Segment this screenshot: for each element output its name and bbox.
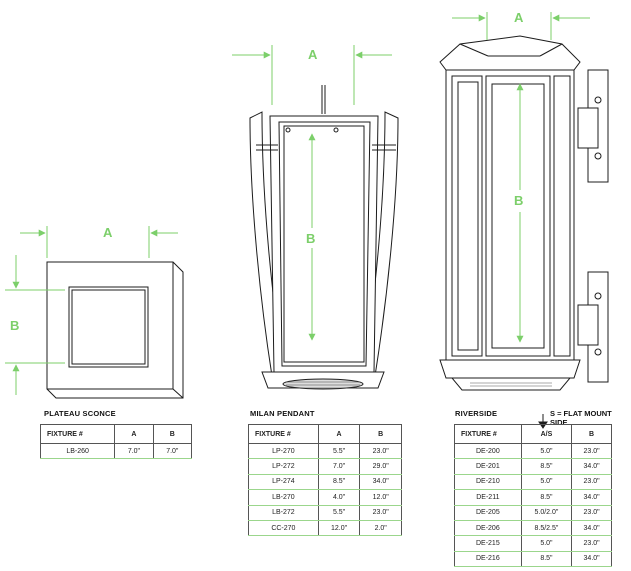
fixture-cell: LP-272 bbox=[248, 458, 319, 475]
dimension-cell: 5.5" bbox=[317, 443, 360, 460]
dimension-cell: 12.0" bbox=[317, 520, 360, 537]
dimension-cell: 23.0" bbox=[359, 505, 402, 521]
dimension-cell: 4.0" bbox=[317, 489, 360, 506]
table-header-row: FIXTURE # A/S B bbox=[454, 424, 612, 444]
dimension-cell: 23.0" bbox=[359, 443, 402, 460]
dimension-cell: 8.5" bbox=[520, 458, 572, 475]
column-header: FIXTURE # bbox=[248, 424, 319, 444]
dimension-cell: 5.0" bbox=[520, 474, 572, 491]
dimension-cell: 7.0" bbox=[317, 458, 360, 475]
fixture-cell: LP-274 bbox=[248, 474, 319, 491]
dimension-cell: 2.0" bbox=[359, 520, 402, 537]
column-header: A bbox=[114, 424, 154, 444]
plateau-title: PLATEAU SCONCE bbox=[44, 409, 116, 418]
dimension-cell: 8.5" bbox=[520, 551, 572, 568]
plateau-a-label: A bbox=[103, 225, 113, 240]
dimension-cell: 8.5/2.5" bbox=[520, 520, 572, 537]
fixture-cell: DE-206 bbox=[454, 520, 522, 537]
column-header: B bbox=[571, 424, 612, 444]
dimension-cell: 23.0" bbox=[571, 443, 612, 460]
fixture-cell: DE-211 bbox=[454, 489, 522, 506]
flat-mount-note: S = FLAT MOUNT SIDE bbox=[550, 409, 612, 427]
dimension-cell: 7.0" bbox=[114, 443, 154, 460]
column-header: A/S bbox=[520, 424, 572, 444]
column-header: B bbox=[359, 424, 402, 444]
milan-title: MILAN PENDANT bbox=[250, 409, 315, 418]
dimension-cell: 8.5" bbox=[317, 474, 360, 491]
fixture-cell: LB-260 bbox=[40, 443, 115, 460]
riverside-dimensions bbox=[452, 12, 590, 343]
dimension-cell: 23.0" bbox=[571, 474, 612, 491]
plateau-b-label: B bbox=[10, 318, 20, 333]
milan-b-label: B bbox=[306, 231, 316, 246]
milan-a-label: A bbox=[308, 47, 318, 62]
fixture-cell: DE-216 bbox=[454, 551, 522, 568]
fixture-cell: DE-200 bbox=[454, 443, 522, 460]
fixture-cell: CC-270 bbox=[248, 520, 319, 537]
dimension-cell: 34.0" bbox=[571, 489, 612, 506]
dimension-cell: 7.0" bbox=[152, 443, 192, 460]
column-header: FIXTURE # bbox=[454, 424, 522, 444]
fixture-cell: LB-270 bbox=[248, 489, 319, 506]
dimension-cell: 34.0" bbox=[359, 474, 402, 491]
fixture-cell: LP-270 bbox=[248, 443, 319, 460]
riverside-drawing bbox=[439, 35, 609, 391]
table-header-row: FIXTURE # A B bbox=[40, 424, 192, 444]
milan-pendant-drawing bbox=[249, 85, 399, 390]
table-header-row: FIXTURE # A B bbox=[248, 424, 402, 444]
riverside-a-label: A bbox=[514, 10, 524, 25]
dimension-cell: 5.0/2.0" bbox=[520, 505, 572, 521]
fixture-cell: DE-210 bbox=[454, 474, 522, 491]
dimension-cell: 5.0" bbox=[520, 535, 572, 552]
dimension-cell: 34.0" bbox=[571, 458, 612, 475]
riverside-b-label: B bbox=[514, 193, 524, 208]
dimension-cell: 5.5" bbox=[317, 505, 360, 521]
column-header: FIXTURE # bbox=[40, 424, 115, 444]
milan-dimensions bbox=[232, 45, 392, 341]
fixture-cell: DE-201 bbox=[454, 458, 522, 475]
dimension-cell: 34.0" bbox=[571, 520, 612, 537]
column-header: B bbox=[152, 424, 192, 444]
dimension-cell: 23.0" bbox=[571, 505, 612, 521]
fixture-cell: DE-205 bbox=[454, 505, 522, 521]
plateau-dimensions bbox=[5, 226, 178, 395]
dimension-cell: 5.0" bbox=[520, 443, 572, 460]
dimension-cell: 8.5" bbox=[520, 489, 572, 506]
dimension-cell: 34.0" bbox=[571, 551, 612, 568]
riverside-title: RIVERSIDE bbox=[455, 409, 498, 418]
dimension-cell: 29.0" bbox=[359, 458, 402, 475]
plateau-sconce-drawing bbox=[46, 261, 184, 399]
fixture-cell: LB-272 bbox=[248, 505, 319, 521]
fixture-cell: DE-215 bbox=[454, 535, 522, 552]
dimension-cell: 12.0" bbox=[359, 489, 402, 506]
column-header: A bbox=[317, 424, 360, 444]
dimension-cell: 23.0" bbox=[571, 535, 612, 552]
